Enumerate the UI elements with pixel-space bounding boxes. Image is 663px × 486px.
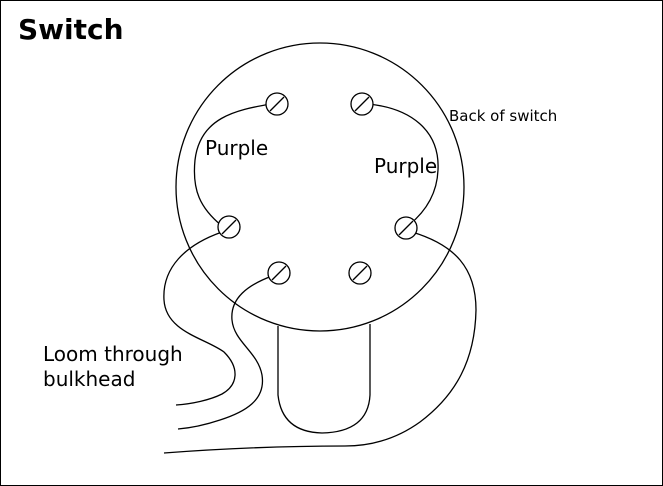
switch-body-circle — [175, 42, 465, 332]
u-loop-wire — [277, 324, 371, 434]
loom-label-line1: Loom through — [43, 342, 183, 366]
back-of-switch-label: Back of switch — [449, 107, 558, 125]
loom-label: Loom through bulkhead — [43, 342, 223, 392]
terminal-screws — [217, 92, 418, 285]
loom-wire-1 — [163, 231, 236, 406]
purple-right-label: Purple — [374, 154, 438, 178]
diagram-title: Switch — [18, 13, 124, 46]
purple-wire-left — [193, 103, 272, 227]
loom-label-line2: bulkhead — [43, 367, 136, 391]
terminal-screw-bottom-left — [267, 261, 291, 285]
terminal-screw-top-left — [265, 92, 289, 116]
purple-left-label: Purple — [205, 136, 269, 160]
terminal-screw-bottom-right — [348, 261, 372, 285]
loom-wire-3 — [163, 231, 477, 454]
purple-wire-right — [367, 103, 439, 226]
terminal-screw-top-right — [350, 92, 374, 116]
terminal-screw-middle-right — [394, 216, 418, 240]
terminal-screw-middle-left — [217, 215, 241, 239]
loom-wire-2 — [177, 275, 273, 430]
